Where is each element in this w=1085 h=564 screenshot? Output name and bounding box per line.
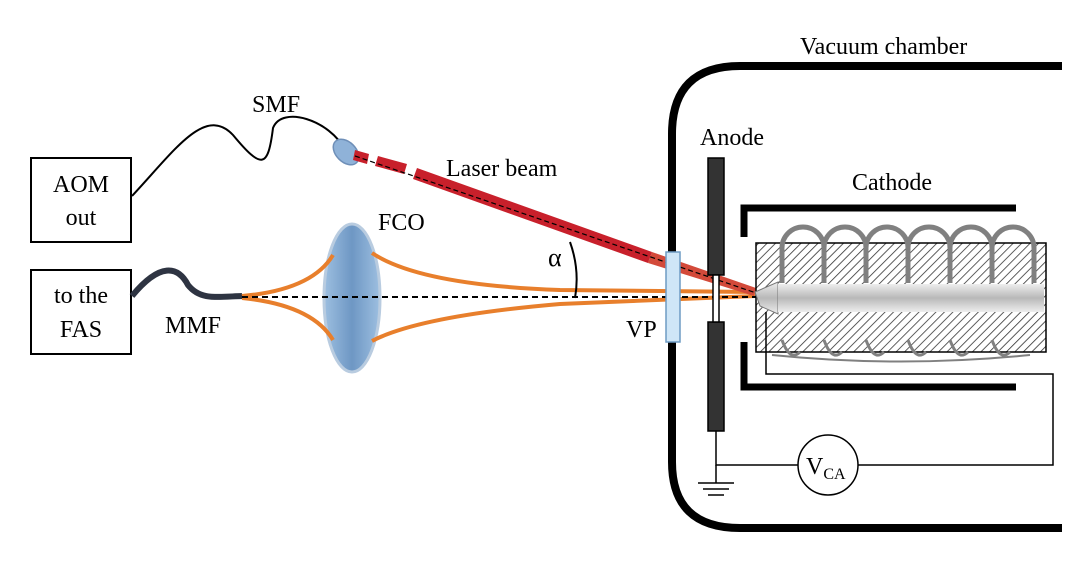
- emitter-tip: [754, 281, 779, 315]
- voltmeter-label-sub: CA: [823, 466, 846, 483]
- anode-plate-top: [707, 157, 725, 276]
- vacuum-chamber-wall: [668, 62, 1062, 532]
- vp-label: VP: [626, 317, 657, 343]
- heater-coil-loops: [771, 339, 1031, 363]
- heater-coil: [779, 224, 1037, 283]
- viewport-window: [665, 251, 681, 343]
- mmf-label: MMF: [165, 313, 221, 339]
- fas-box: [30, 269, 132, 355]
- anode-lead-wire: [715, 431, 798, 466]
- alpha-label: α: [548, 243, 562, 272]
- anode-aperture: [712, 274, 720, 323]
- aom-out-label-line2: out: [66, 205, 97, 231]
- smf-collimator: [332, 138, 360, 166]
- cathode-label: Cathode: [852, 170, 932, 196]
- collection-beam-lower: [371, 294, 756, 343]
- collection-cone-upper: [241, 253, 335, 298]
- cathode-lead-wire: [765, 312, 1054, 466]
- collection-cone-lower: [241, 296, 335, 342]
- ground-symbol: [698, 465, 734, 496]
- vacuum-chamber-label: Vacuum chamber: [800, 34, 967, 60]
- single-mode-fiber: [131, 115, 346, 197]
- fco-label: FCO: [378, 210, 425, 236]
- smf-label: SMF: [252, 92, 300, 118]
- aom-out-box: [30, 157, 132, 243]
- voltmeter-label-main: V: [806, 454, 824, 480]
- fas-label-line1: to the: [54, 283, 108, 309]
- laser-beam-label: Laser beam: [446, 156, 558, 182]
- collection-beam-upper: [370, 251, 756, 294]
- cathode-housing-bottom: [740, 342, 1016, 391]
- fas-label-line2: FAS: [60, 317, 102, 343]
- voltmeter-label: VCA: [806, 454, 846, 483]
- emitter-rod: [778, 284, 1044, 312]
- alpha-angle-arc: [569, 241, 578, 299]
- aom-out-label-line1: AOM: [53, 172, 109, 198]
- anode-label: Anode: [700, 125, 764, 151]
- voltmeter-circle: [797, 434, 859, 496]
- anode-plate-bottom: [707, 321, 725, 432]
- multi-mode-fiber: [129, 267, 243, 300]
- cathode-housing-top: [740, 204, 1016, 237]
